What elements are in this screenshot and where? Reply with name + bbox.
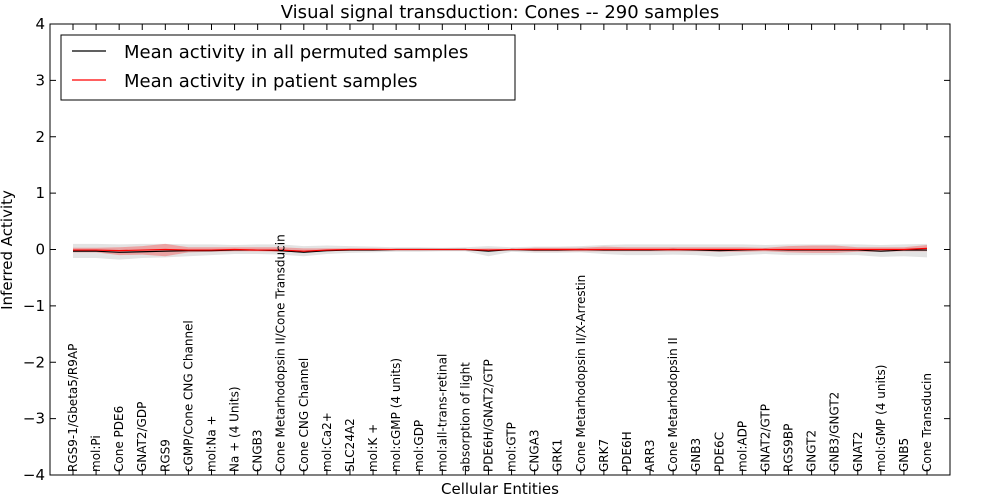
x-category-label: mol:Pi — [89, 435, 103, 472]
x-category-label: PDE6H — [620, 431, 634, 472]
x-category-label: PDE6H/GNAT2/GTP — [481, 359, 495, 472]
y-axis-title: Inferred Activity — [0, 190, 16, 310]
x-category-label: GRK7 — [597, 439, 611, 472]
x-category-label: GNAT2/GTP — [758, 404, 772, 472]
x-category-label: PDE6C — [712, 432, 726, 472]
x-category-label: mol:Ca2+ — [320, 412, 334, 472]
x-category-label: mol:GDP — [412, 420, 426, 472]
x-category-label: CNGB3 — [251, 429, 265, 472]
x-category-label: GNGT2 — [805, 430, 819, 472]
y-tick-label: 1 — [35, 184, 45, 202]
x-category-label: RGS9BP — [782, 424, 796, 472]
x-axis: RGS9-1/Gbeta5/R9AP mol:Pi Cone PDE6 GNAT2/G… — [66, 24, 934, 475]
x-category-label: GNAT2/GDP — [135, 402, 149, 472]
line-series-1 — [73, 247, 928, 252]
x-category-label: Cone CNG Channel — [297, 358, 311, 472]
x-category-label: GNB5 — [897, 438, 911, 472]
y-tick-label: −1 — [23, 297, 45, 315]
x-category-label: Cone Transducin — [920, 373, 934, 472]
y-tick-label: 0 — [35, 241, 45, 259]
x-category-label: RGS9-1/Gbeta5/R9AP — [66, 344, 80, 472]
y-tick-label: 2 — [35, 128, 45, 146]
x-category-label: cGMP/Cone CNG Channel — [181, 320, 195, 472]
x-category-label: CNGA3 — [528, 429, 542, 472]
y-tick-label: 4 — [35, 15, 45, 33]
x-category-label: mol:all-trans-retinal — [435, 354, 449, 472]
chart-title: Visual signal transduction: Cones -- 290… — [281, 2, 719, 23]
x-category-label: Cone PDE6 — [112, 406, 126, 472]
x-category-label: absorption of light — [458, 362, 472, 472]
x-category-label: mol:K + — [366, 424, 380, 472]
x-category-label: SLC24A2 — [343, 418, 357, 472]
x-category-label: Cone Metarhodopsin II/X-Arrestin — [574, 275, 588, 472]
series-lines — [73, 247, 928, 253]
legend-box — [60, 34, 516, 101]
legend-label-patient: Mean activity in patient samples — [124, 71, 418, 92]
legend-label-permuted: Mean activity in all permuted samples — [124, 42, 468, 63]
x-category-label: ARR3 — [643, 439, 657, 472]
y-tick-label: 3 — [35, 71, 45, 89]
x-category-label: mol:GTP — [505, 422, 519, 472]
x-axis-title: Cellular Entities — [441, 480, 559, 498]
x-category-label: Cone Metarhodopsin II — [666, 337, 680, 472]
y-tick-label: −3 — [23, 410, 45, 428]
x-category-label: mol:cGMP (4 units) — [389, 358, 403, 472]
y-tick-label: −2 — [23, 353, 45, 371]
x-category-label: Cone Metarhodopsin II/Cone Transducin — [274, 234, 288, 472]
x-category-label: GNB3/GNGT2 — [828, 392, 842, 472]
x-category-label: Na + (4 Units) — [228, 386, 242, 472]
confidence-bands — [73, 243, 927, 260]
x-category-label: GNAT2 — [851, 431, 865, 472]
x-category-label: GRK1 — [551, 439, 565, 472]
x-category-label: mol:Na + — [204, 415, 218, 472]
y-tick-label: −4 — [23, 466, 45, 484]
y-axis: −4 −3 −2 −1 0 1 2 3 4 — [23, 15, 950, 484]
legend: Mean activity in all permuted samples Me… — [60, 34, 516, 101]
x-category-label: mol:GMP (4 units) — [874, 365, 888, 472]
x-category-label: GNB3 — [689, 438, 703, 472]
x-category-label: mol:ADP — [735, 421, 749, 472]
x-category-label: RGS9 — [158, 439, 172, 472]
